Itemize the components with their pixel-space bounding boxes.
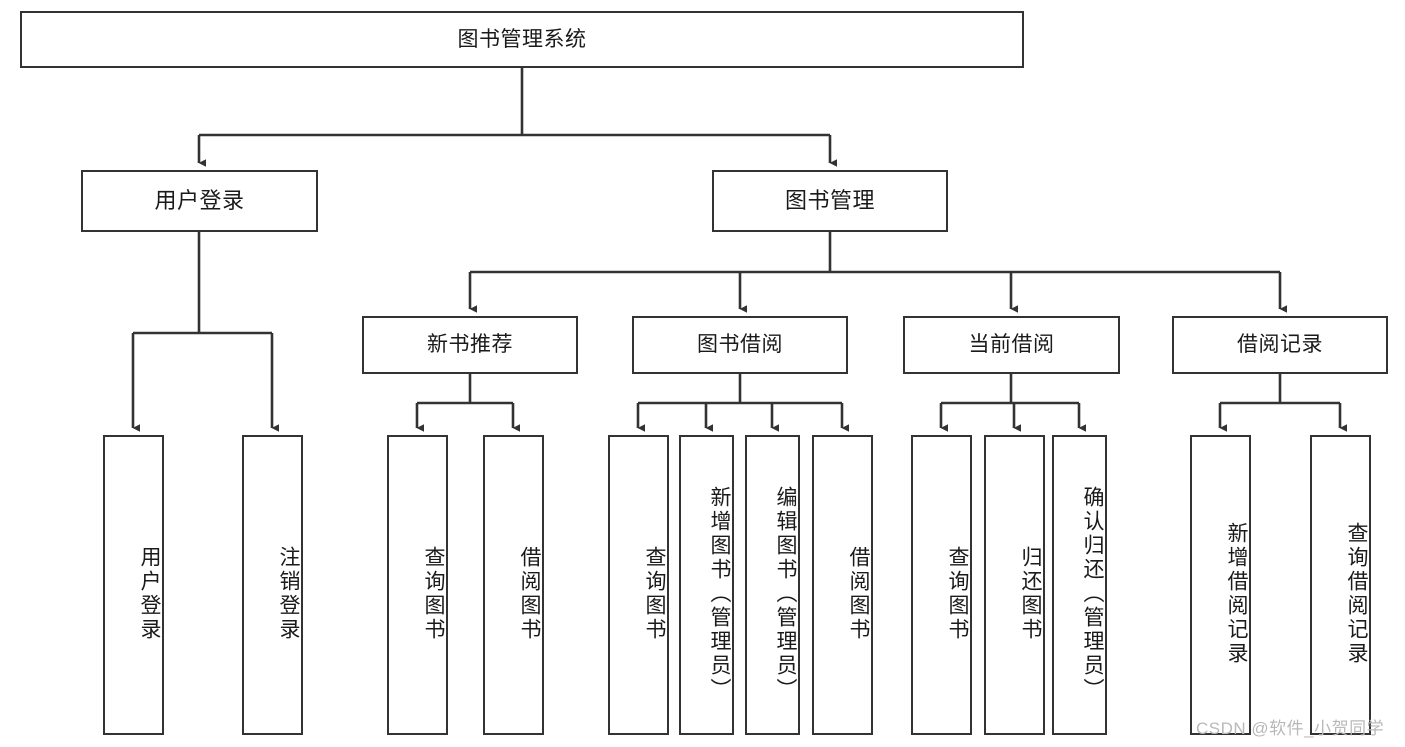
node-leaf-borrow-book-1[interactable]: 借阅图书: [483, 435, 544, 735]
leaf-label: 新增借阅记录: [1225, 522, 1248, 666]
leaf-label: 查询图书: [643, 546, 666, 642]
leaf-label: 新增图书（管理员）: [708, 486, 731, 702]
leaf-label: 查询图书: [946, 546, 969, 642]
leaf-label: 编辑图书（管理员）: [774, 486, 797, 702]
node-new-book-recommend-label: 新书推荐: [427, 333, 513, 357]
leaf-label: 归还图书: [1019, 546, 1042, 642]
node-user-login-label: 用户登录: [154, 187, 245, 213]
leaf-label: 借阅图书: [518, 546, 541, 642]
node-leaf-add-borrow-record[interactable]: 新增借阅记录: [1190, 435, 1251, 735]
node-leaf-query-book-3[interactable]: 查询图书: [911, 435, 972, 735]
node-current-borrow-label: 当前借阅: [968, 333, 1055, 357]
node-borrow-record[interactable]: 借阅记录: [1172, 316, 1388, 374]
node-leaf-edit-book-admin[interactable]: 编辑图书（管理员）: [745, 435, 800, 735]
leaf-label: 借阅图书: [847, 546, 870, 642]
node-book-manage-label: 图书管理: [784, 187, 875, 213]
leaf-label: 用户登录: [138, 546, 161, 642]
node-leaf-borrow-book-2[interactable]: 借阅图书: [812, 435, 873, 735]
node-leaf-query-borrow-record[interactable]: 查询借阅记录: [1310, 435, 1371, 735]
leaf-label: 查询借阅记录: [1345, 522, 1368, 666]
leaf-label: 注销登录: [277, 546, 300, 642]
node-book-borrow[interactable]: 图书借阅: [632, 316, 848, 374]
node-book-borrow-label: 图书借阅: [697, 333, 783, 357]
watermark: CSDN @软件_小贺同学: [1196, 719, 1385, 738]
node-new-book-recommend[interactable]: 新书推荐: [362, 316, 578, 374]
node-leaf-user-login[interactable]: 用户登录: [103, 435, 164, 735]
leaf-label: 查询图书: [422, 546, 445, 642]
node-leaf-logout-login[interactable]: 注销登录: [242, 435, 303, 735]
node-leaf-confirm-return-admin[interactable]: 确认归还（管理员）: [1052, 435, 1107, 735]
node-borrow-record-label: 借阅记录: [1237, 333, 1323, 357]
node-current-borrow[interactable]: 当前借阅: [903, 316, 1120, 374]
node-book-manage[interactable]: 图书管理: [712, 170, 948, 232]
node-root[interactable]: 图书管理系统: [20, 11, 1024, 68]
node-root-label: 图书管理系统: [457, 27, 587, 51]
node-leaf-query-book-1[interactable]: 查询图书: [387, 435, 448, 735]
node-leaf-query-book-2[interactable]: 查询图书: [608, 435, 669, 735]
node-leaf-return-book[interactable]: 归还图书: [984, 435, 1045, 735]
node-leaf-add-book-admin[interactable]: 新增图书（管理员）: [679, 435, 734, 735]
leaf-label: 确认归还（管理员）: [1081, 486, 1104, 702]
node-user-login[interactable]: 用户登录: [81, 170, 318, 232]
